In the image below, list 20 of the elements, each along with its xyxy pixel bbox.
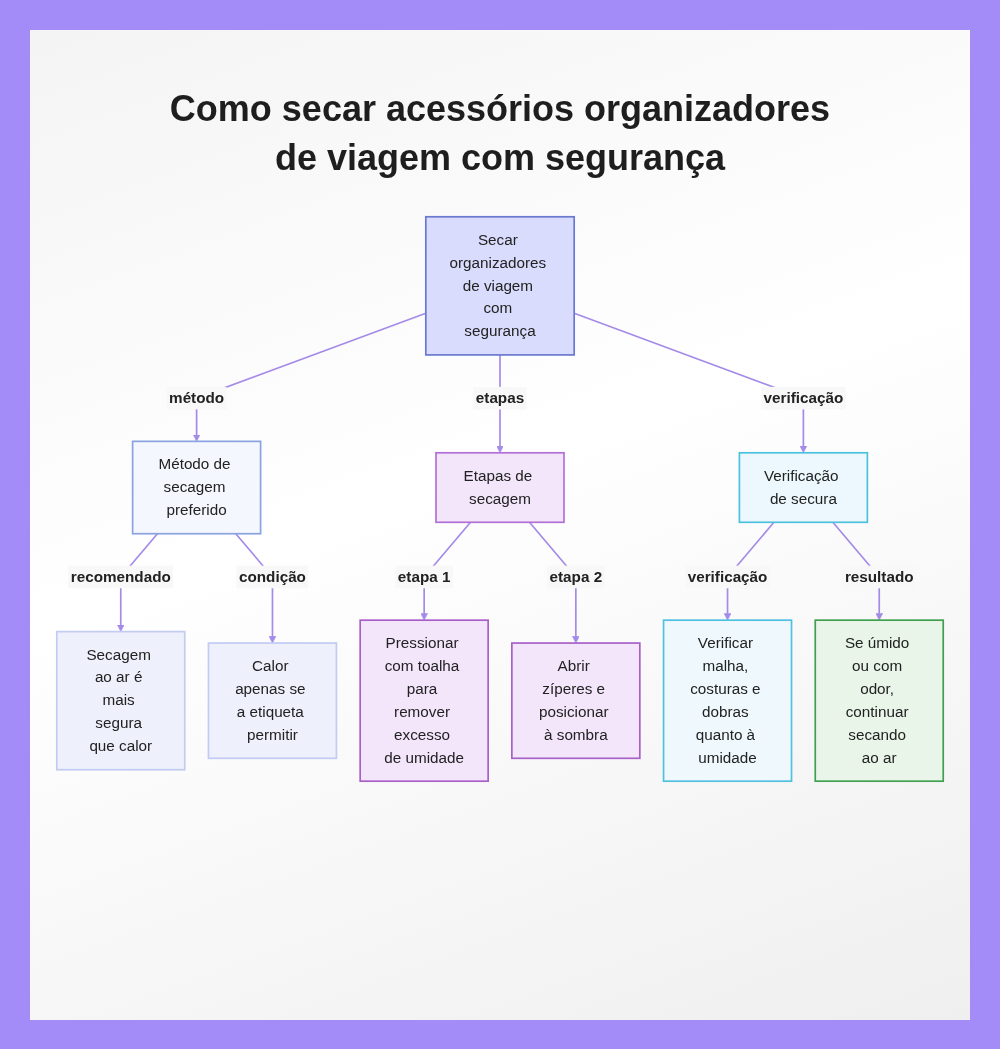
edge-label: etapa 2 xyxy=(549,568,603,585)
edge-label: verificação xyxy=(687,568,768,585)
node-box: Método de secagem preferido xyxy=(131,440,262,535)
node-box: Secagem ao ar é mais segura que calor xyxy=(55,630,186,771)
node-box: Verificar malha, costuras e dobras quanto à umidade xyxy=(662,619,793,783)
edge-label: resultado xyxy=(844,568,914,585)
edge-label: verificação xyxy=(763,389,844,407)
node-box: Secar organizadores de viagem com segurança xyxy=(424,215,576,356)
node-box: Etapas de secagem xyxy=(435,451,565,524)
edge-label: recomendado xyxy=(70,568,171,585)
node-box: Se úmido ou com odor, continuar secando ao ar xyxy=(814,619,945,783)
edge-label: condição xyxy=(238,568,306,585)
node-box: Abrir zíperes e posicionar à sombra xyxy=(511,642,641,760)
edge-label: método xyxy=(169,389,225,407)
title: Como secar acessórios organizadores de viagem com segurança xyxy=(168,87,832,180)
edge-label: etapas xyxy=(475,389,525,407)
edge-label: etapa 1 xyxy=(397,568,451,585)
node-box: Calor apenas se a etiqueta permitir xyxy=(207,642,338,760)
node-box: Verificação de secura xyxy=(738,451,869,524)
node-box: Pressionar com toalha para remover excesso de umidade xyxy=(359,619,489,783)
